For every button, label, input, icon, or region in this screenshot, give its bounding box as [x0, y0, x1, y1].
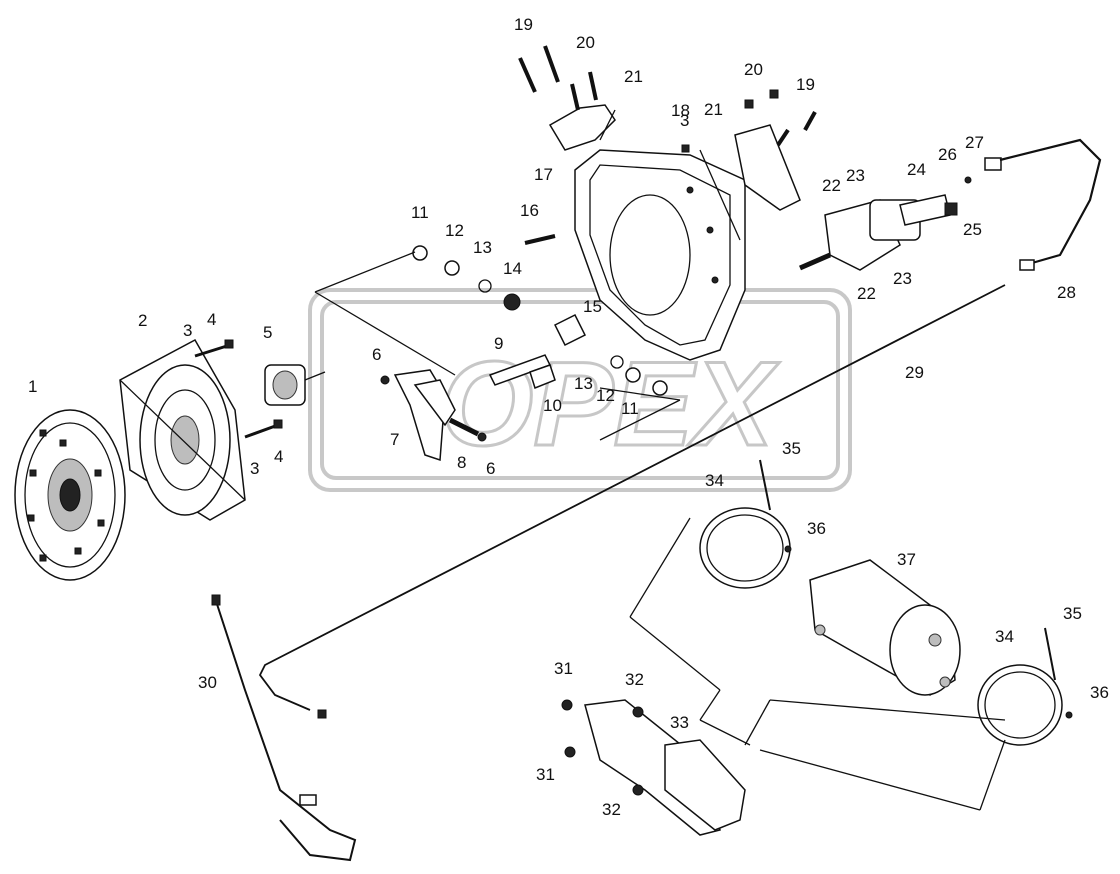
callout-21: 21 [624, 67, 643, 86]
callout-6: 6 [372, 345, 381, 364]
mounting-brackets [518, 45, 817, 211]
callout-18: 18 [671, 101, 690, 120]
callout-5: 5 [263, 323, 272, 342]
callout-32: 32 [625, 670, 644, 689]
callout-20: 20 [744, 60, 763, 79]
callout-30: 30 [198, 673, 217, 692]
bolt-16 [524, 234, 556, 245]
callout-19: 19 [514, 15, 533, 34]
callout-24: 24 [907, 160, 926, 179]
callout-23: 23 [846, 166, 865, 185]
callout-36: 36 [1090, 683, 1109, 702]
clamp-band-left [699, 459, 792, 589]
callout-33: 33 [670, 713, 689, 732]
callout-14: 14 [503, 259, 522, 278]
pipe-29 [258, 284, 1006, 711]
pipe-30 [214, 597, 357, 862]
callout-32: 32 [602, 800, 621, 819]
callout-37: 37 [897, 550, 916, 569]
pressure-plate [119, 338, 246, 521]
callout-11: 11 [621, 399, 639, 418]
air-tank [809, 559, 961, 696]
callout-34: 34 [995, 627, 1014, 646]
callout-26: 26 [938, 145, 957, 164]
callout-10: 10 [543, 396, 562, 415]
callout-27: 27 [965, 133, 984, 152]
callout-12: 12 [445, 221, 464, 240]
callout-2: 2 [138, 311, 147, 330]
callout-34: 34 [705, 471, 724, 490]
pipe-28-fitting [1019, 259, 1035, 271]
callout-1: 1 [28, 377, 37, 396]
clutch-disc [14, 409, 126, 581]
callout-22: 22 [822, 176, 841, 195]
callout-36: 36 [807, 519, 826, 538]
callout-3: 3 [250, 459, 259, 478]
callout-3: 3 [680, 111, 689, 130]
callout-21: 21 [704, 100, 723, 119]
callout-6: 6 [486, 459, 495, 478]
callout-29: 29 [905, 363, 924, 382]
watermark-logo: OPEX [308, 288, 852, 492]
callout-labels: 1 2 3 4 3 4 3 5 6 6 7 8 9 10 11 11 12 12… [28, 15, 1109, 819]
callout-7: 7 [390, 430, 399, 449]
callout-9: 9 [494, 334, 503, 353]
callout-16: 16 [520, 201, 539, 220]
callout-35: 35 [1063, 604, 1082, 623]
callout-11: 11 [411, 203, 429, 222]
callout-17: 17 [534, 165, 553, 184]
callout-19: 19 [796, 75, 815, 94]
pipe-28 [999, 138, 1102, 267]
callout-31: 31 [536, 765, 555, 784]
callout-8: 8 [457, 453, 466, 472]
callout-4: 4 [274, 447, 283, 466]
bell-housing [574, 149, 746, 361]
callout-25: 25 [963, 220, 982, 239]
callout-12: 12 [596, 386, 615, 405]
bolt-set-3-4 [194, 339, 283, 439]
callout-31: 31 [554, 659, 573, 678]
watermark-text: OPEX [440, 337, 780, 471]
callout-4: 4 [207, 310, 216, 329]
tank-bracket [561, 699, 746, 836]
callout-3: 3 [183, 321, 192, 340]
callout-13: 13 [574, 374, 593, 393]
bolt-18 [681, 144, 690, 153]
leader-lines [314, 109, 1006, 811]
callout-23: 23 [893, 269, 912, 288]
clutch-booster [799, 157, 1002, 271]
release-fork-assembly [380, 245, 668, 462]
callout-20: 20 [576, 33, 595, 52]
release-bearing [264, 364, 326, 406]
callout-15: 15 [583, 297, 602, 316]
callout-28: 28 [1057, 283, 1076, 302]
callout-13: 13 [473, 238, 492, 257]
clamp-band-right [977, 627, 1073, 746]
callout-35: 35 [782, 439, 801, 458]
callout-22: 22 [857, 284, 876, 303]
